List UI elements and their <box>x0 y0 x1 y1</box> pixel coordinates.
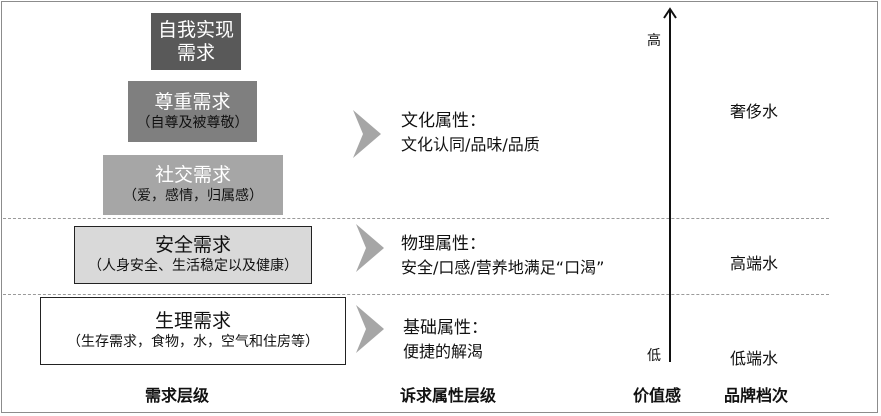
separator-line-lower <box>3 294 829 295</box>
footer-needs-level: 需求层级 <box>145 386 210 405</box>
safety-title: 安全需求 <box>154 234 231 256</box>
separator-line-upper <box>3 218 829 219</box>
self-actualization-line2: 需求 <box>176 41 215 64</box>
footer-value-sense: 价值感 <box>633 386 682 405</box>
chevron-right-icon <box>356 305 384 353</box>
esteem-box: 尊重需求 （自尊及被尊敬） <box>128 81 257 142</box>
physical-attribute-detail: 安全/口感/营养地满足“口渴” <box>401 258 605 277</box>
self-actualization-box: 自我实现 需求 <box>151 13 241 70</box>
self-actualization-line1: 自我实现 <box>157 18 234 41</box>
value-axis-low-label: 低 <box>647 348 661 364</box>
basic-attribute-heading: 基础属性： <box>403 318 488 338</box>
physiological-detail: （生存需求，食物，水，空气和住房等） <box>67 334 319 350</box>
esteem-title: 尊重需求 <box>154 90 231 113</box>
footer-appeal-level: 诉求属性层级 <box>400 386 497 405</box>
cultural-attribute-detail: 文化认同/品味/品质 <box>401 135 540 154</box>
basic-attribute: 基础属性： 便捷的解渴 <box>403 316 488 364</box>
social-box: 社交需求 （爱，感情，归属感） <box>103 155 283 215</box>
basic-attribute-detail: 便捷的解渴 <box>403 342 484 361</box>
brand-tier-premium: 高端水 <box>730 254 779 273</box>
physiological-title: 生理需求 <box>154 310 231 332</box>
cultural-attribute-heading: 文化属性： <box>401 111 486 131</box>
chevron-right-icon <box>356 224 384 272</box>
cultural-attribute: 文化属性： 文化认同/品味/品质 <box>401 109 540 157</box>
safety-detail: （人身安全、生活稳定以及健康） <box>88 258 298 274</box>
brand-tier-low-end: 低端水 <box>730 349 779 368</box>
value-axis-arrow <box>663 7 677 362</box>
chevron-right-icon <box>353 110 381 158</box>
safety-box: 安全需求 （人身安全、生活稳定以及健康） <box>74 226 312 284</box>
physical-attribute-heading: 物理属性： <box>401 234 486 254</box>
esteem-detail: （自尊及被尊敬） <box>136 114 249 131</box>
value-axis-high-label: 高 <box>647 33 661 49</box>
physiological-box: 生理需求 （生存需求，食物，水，空气和住房等） <box>40 297 346 365</box>
brand-tier-luxury: 奢侈水 <box>730 102 779 121</box>
social-detail: （爱，感情，归属感） <box>123 188 263 204</box>
social-title: 社交需求 <box>154 164 231 186</box>
footer-brand-tier: 品牌档次 <box>724 386 789 405</box>
physical-attribute: 物理属性： 安全/口感/营养地满足“口渴” <box>401 232 604 280</box>
